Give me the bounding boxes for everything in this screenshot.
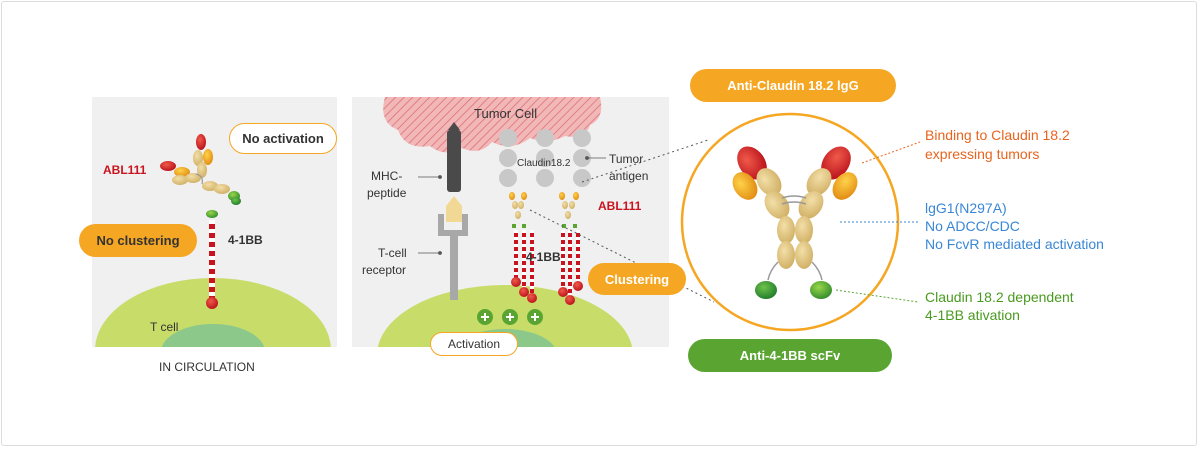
anti-claudin-igg-badge: Anti-Claudin 18.2 lgG	[690, 69, 896, 102]
4-1bb-label-left: 4-1BB	[228, 233, 263, 247]
in-circulation-caption: IN CIRCULATION	[159, 360, 255, 374]
annotation-igg-line1: lgG1(N297A)	[925, 200, 1007, 216]
magnified-antibody	[732, 146, 858, 299]
4-1bb-label-middle: 4-1BB	[526, 250, 561, 264]
left-panel	[92, 97, 337, 347]
t-cell-nucleus	[161, 324, 265, 347]
tumor-antigen-label-line1: Tumor	[609, 152, 644, 166]
annotation-binding-line1: Binding to Claudin 18.2	[925, 127, 1070, 143]
mhc-peptide-label-line1: MHC-	[371, 169, 403, 183]
t-cell-receptor	[438, 214, 468, 300]
middle-leader-lines	[418, 156, 606, 255]
tcr-label-line2: receptor	[362, 263, 407, 277]
right-panel	[680, 112, 921, 332]
abl111-antibody-free	[160, 134, 241, 205]
tumor-cell-label: Tumor Cell	[474, 106, 538, 121]
annotation-igg-line2: No ADCC/CDC	[925, 218, 1020, 234]
mhc-peptide-label-line2: peptide	[367, 186, 407, 200]
t-cell-label: T cell	[150, 320, 179, 334]
t-cell-membrane	[95, 278, 331, 347]
clustering-badge: Clustering	[588, 263, 686, 295]
annotation-4-1bb-line2: 4-1BB ativation	[925, 307, 1020, 323]
abl111-label-left: ABL111	[103, 163, 147, 177]
tumor-antigen-label-line2: antigen	[609, 169, 649, 183]
activation-plus-icons	[477, 309, 543, 325]
abl111-antibody-bound	[509, 192, 579, 228]
mhc-peptide	[446, 122, 462, 222]
activation-bubble: Activation	[430, 332, 518, 356]
claudin-18-2-label: Claudin18.2	[517, 158, 571, 169]
claudin-18-2-antigens	[499, 129, 591, 187]
annotation-igg-line3: No FcvR mediated activation	[925, 236, 1104, 252]
annotation-4-1bb-line1: Claudin 18.2 dependent	[925, 289, 1074, 305]
anti-4-1bb-scfv-badge: Anti-4-1BB scFv	[688, 339, 892, 372]
abl111-label-middle: ABL111	[598, 199, 642, 213]
middle-panel	[352, 97, 669, 347]
receptor-4-1bb	[206, 210, 218, 309]
no-clustering-badge: No clustering	[79, 224, 197, 257]
no-activation-bubble: No activation	[229, 123, 337, 154]
annotation-binding-line2: expressing tumors	[925, 146, 1040, 162]
receptor-4-1bb-clustered	[511, 230, 583, 305]
tcr-label-line1: T-cell	[378, 246, 407, 260]
right-annotation-lines	[835, 141, 921, 303]
